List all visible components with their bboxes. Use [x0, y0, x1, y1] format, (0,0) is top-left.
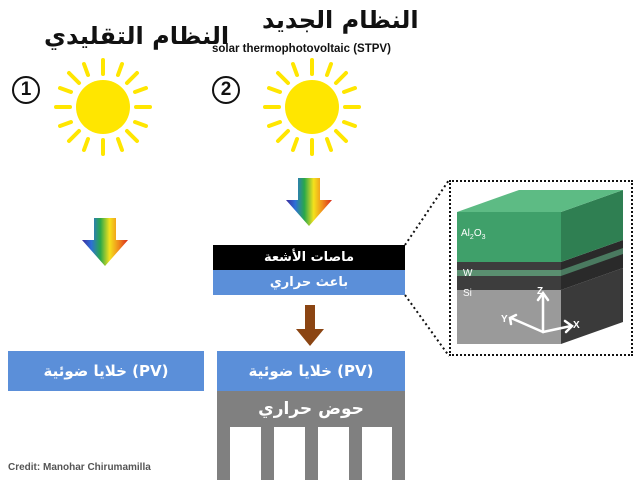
- tungsten-layer-label: W: [463, 268, 473, 279]
- absorber-label: ماصات الأشعة: [263, 250, 355, 265]
- stpv-pv-cells-bar: (PV) خلايا ضوئية: [217, 351, 405, 391]
- sun-icon-left: [54, 58, 152, 156]
- image-credit: Credit: Manohar Chirumamilla: [8, 462, 151, 473]
- heat-sink-fin: [217, 427, 230, 480]
- step-number-2: 2: [212, 76, 240, 104]
- stpv-pv-cells-label: (PV) خلايا ضوئية: [248, 362, 374, 380]
- axis-z-label: Z: [537, 286, 544, 297]
- silicon-layer-label: Si: [463, 288, 472, 299]
- absorber-layer: ماصات الأشعة: [213, 245, 405, 270]
- heat-sink-fins: [217, 427, 405, 480]
- spectrum-arrow-icon-right: [286, 178, 332, 226]
- heat-sink-fin: [349, 427, 362, 480]
- axis-x-label: X: [573, 320, 580, 331]
- stpv-subtitle: solar thermophotovoltaic (STPV): [212, 43, 391, 55]
- step-number-2-label: 2: [220, 79, 232, 100]
- heat-sink-bar: حوض حراري: [217, 391, 405, 427]
- traditional-title: النظام التقليدي: [44, 22, 230, 50]
- heat-sink-fin: [305, 427, 318, 480]
- traditional-pv-cells-bar: (PV) خلايا ضوئية: [8, 351, 204, 391]
- alumina-layer-label: Al2O3: [461, 228, 486, 241]
- alumina-o: O: [473, 228, 482, 239]
- heat-arrow-icon: [296, 305, 324, 346]
- heat-sink-fin: [261, 427, 274, 480]
- alumina-al: Al: [461, 228, 470, 239]
- emitter-layer: باعث حراري: [213, 270, 405, 295]
- axis-y-label: Y: [501, 314, 508, 325]
- step-number-1: 1: [12, 76, 40, 104]
- heat-sink-fin: [392, 427, 405, 480]
- multilayer-structure-illustration: [457, 190, 623, 344]
- alumina-sub-3: 3: [481, 234, 486, 241]
- traditional-pv-cells-label: (PV) خلايا ضوئية: [43, 362, 169, 380]
- heat-sink-label: حوض حراري: [258, 399, 364, 419]
- alumina-sub-2: 2: [469, 234, 474, 241]
- emitter-label: باعث حراري: [269, 275, 349, 290]
- sun-icon-right: [263, 58, 361, 156]
- step-number-1-label: 1: [20, 79, 32, 100]
- multilayer-structure-inset: Al2O3 W Si Z X Y: [449, 180, 633, 356]
- spectrum-arrow-icon-left: [82, 218, 128, 266]
- new-system-title: النظام الجديد: [262, 6, 419, 34]
